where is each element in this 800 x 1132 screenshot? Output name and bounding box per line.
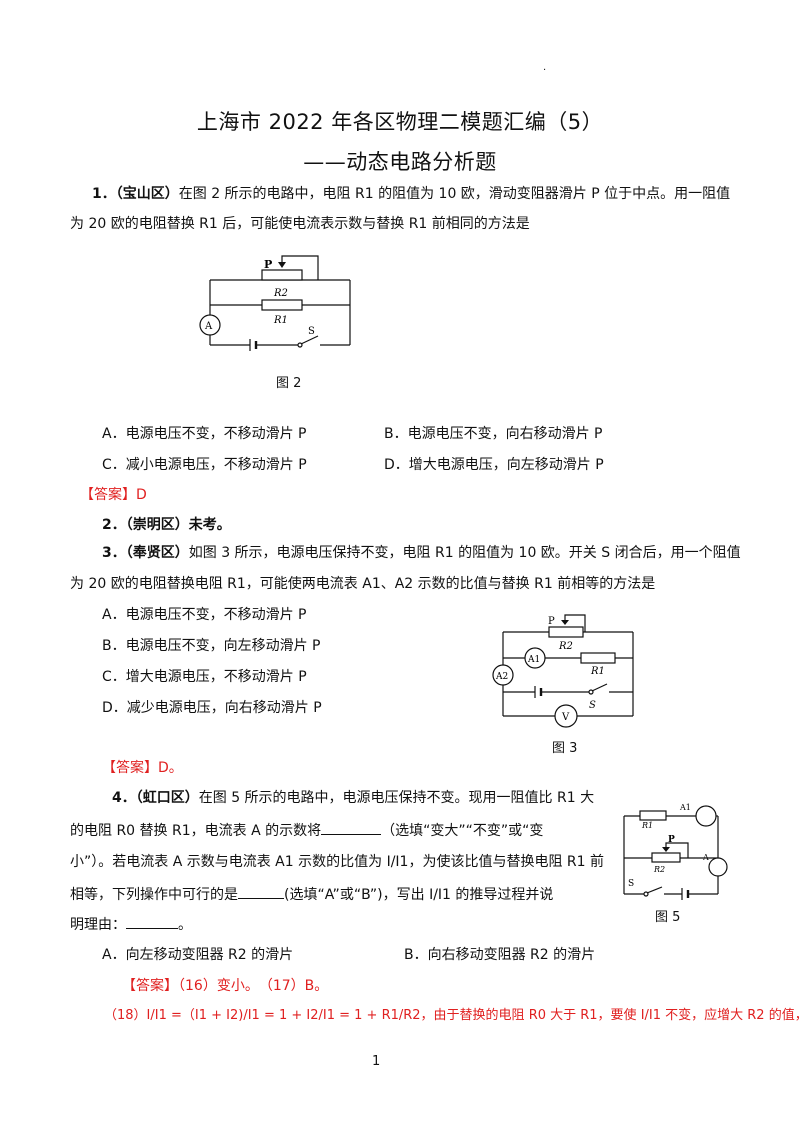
figure-2-circuit: P R2 R1 S A [199,255,351,351]
q4-stem-2a: 的电阻 R0 替换 R1，电流表 A 的示数将 [70,823,322,839]
fig5-s-label: S [628,879,634,889]
q1-answer: 【答案】D [80,487,147,503]
q1-district: （宝山区） [115,186,179,202]
figure-3-caption: 图 3 [552,741,578,756]
q3-option-c: C．增大电源电压，不移动滑片 P [102,669,307,685]
fig3-a2-label: A2 [495,672,508,682]
fig3-s-label: S [589,700,596,711]
fig5-a-label: A [702,853,709,862]
fig3-p-label: P [548,616,555,627]
fig3-v-label: V [561,712,570,723]
q1-option-a: A．电源电压不变，不移动滑片 P [102,426,307,442]
page-subtitle: ——动态电路分析题 [303,150,497,174]
q4-answer-18: （18）I/I1 =（I1 + I2)/I1 = 1 + I2/I1 = 1 +… [104,1008,800,1023]
q4-stem-4a: 相等，下列操作中可行的是 [70,887,238,903]
q3-number: 3． [102,545,126,561]
q4-option-a: A．向左移动变阻器 R2 的滑片 [102,947,294,963]
fig2-r1-label: R1 [273,315,288,326]
q3-answer: 【答案】D。 [102,760,183,776]
page-number: 1 [372,1054,381,1069]
q1-stem-1: 在图 2 所示的电路中，电阻 R1 的阻值为 10 欧，滑动变阻器滑片 P 位于… [178,186,731,202]
q4-stem-1: 在图 5 所示的电路中，电源电压保持不变。现用一阻值比 R1 大 [198,790,595,806]
q4-line2: 的电阻 R0 替换 R1，电流表 A 的示数将 （选填“变大”“不变”或“变 [70,820,730,841]
fig3-r1-label: R1 [590,666,605,677]
fig5-r2-label: R2 [653,865,665,874]
q1-option-c: C．减小电源电压，不移动滑片 P [102,457,307,473]
q4-stem-2b: （选填“变大”“不变”或“变 [381,823,544,839]
corner-dot: . [543,62,547,73]
fig2-p-label: P [264,258,272,271]
fig2-s-label: S [308,326,315,337]
fig5-r1-label: R1 [641,821,653,830]
figure-5-circuit: R1 A1 P R2 A S [623,803,728,900]
figure-3-circuit: P R2 R1 A1 A2 S V [492,614,634,728]
q4-stem-5b: 。 [178,917,192,933]
q3-option-a: A．电源电压不变，不移动滑片 P [102,607,307,623]
q4-line3: 小”）。若电流表 A 示数与电流表 A1 示数的比值为 I/I1，为使该比值与替… [70,854,604,870]
q3-stem-1: 如图 3 所示，电源电压保持不变，电阻 R1 的阻值为 10 欧。开关 S 闭合… [188,545,741,561]
fig3-r2-label: R2 [558,641,573,652]
q4-blank-18 [126,914,178,929]
q1-line2: 为 20 欧的电阻替换 R1 后，可能使电流表示数与替换 R1 前相同的方法是 [70,216,530,232]
q3-line1: 3．（奉贤区）如图 3 所示，电源电压保持不变，电阻 R1 的阻值为 10 欧。… [102,543,762,563]
page-title: 上海市 2022 年各区物理二模题汇编（5） [196,110,604,134]
q2-text: 2．（崇明区）未考。 [102,517,231,533]
q4-district: （虹口区） [135,790,199,806]
q3-line2: 为 20 欧的电阻替换电阻 R1，可能使两电流表 A1、A2 示数的比值与替换 … [70,576,656,592]
q4-line5: 明理由： 。 [70,914,730,935]
q4-number: 4． [112,790,136,806]
fig3-a1-label: A1 [527,655,540,665]
q3-option-b: B．电源电压不变，向左移动滑片 P [102,638,321,654]
fig2-ammeter-label: A [204,321,213,332]
figure-2-caption: 图 2 [276,376,302,391]
fig2-r2-label: R2 [273,288,288,299]
q3-district: （奉贤区） [125,545,189,561]
q4-blank-16 [321,820,382,835]
fig5-p-label: P [668,835,675,845]
q4-answer: 【答案】（16）变小。 （17）B。 [122,978,329,994]
q3-option-d: D．减少电源电压，向右移动滑片 P [102,700,322,716]
q4-stem-5a: 明理由： [70,917,126,933]
q1-line1: 1．（宝山区）在图 2 所示的电路中，电阻 R1 的阻值为 10 欧，滑动变阻器… [92,184,752,204]
figure-5-caption: 图 5 [655,910,681,925]
q4-stem-4b: (选填“A”或“B”)，写出 I/I1 的推导过程并说 [284,887,554,903]
q4-blank-17 [238,884,284,899]
q4-line4: 相等，下列操作中可行的是 (选填“A”或“B”)，写出 I/I1 的推导过程并说 [70,884,730,905]
q4-line1: 4．（虹口区）在图 5 所示的电路中，电源电压保持不变。现用一阻值比 R1 大 [112,788,772,808]
q4-option-b: B．向右移动变阻器 R2 的滑片 [404,947,596,963]
fig5-a1-label: A1 [679,803,691,812]
q1-option-b: B．电源电压不变，向右移动滑片 P [384,426,603,442]
q1-option-d: D．增大电源电压，向左移动滑片 P [384,457,604,473]
q1-number: 1． [92,186,116,202]
